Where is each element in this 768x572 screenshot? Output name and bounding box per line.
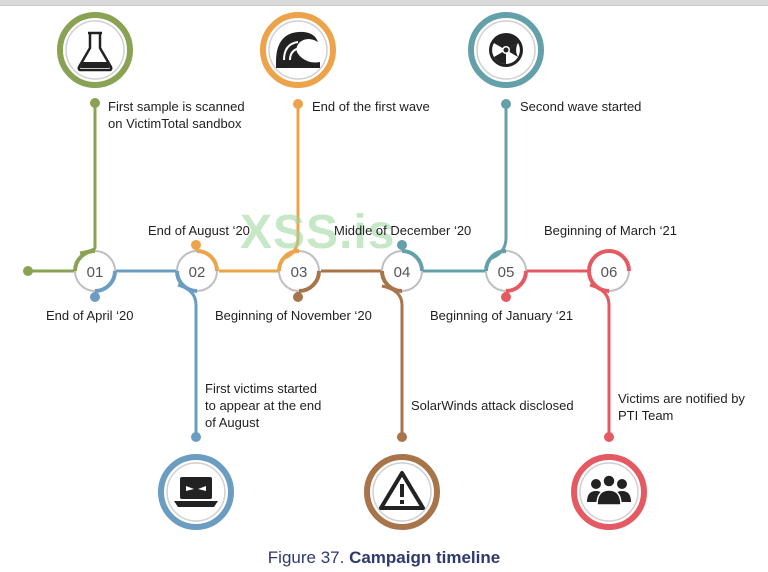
radiation-icon [468,12,544,88]
event-04: SolarWinds attack disclosed [411,397,574,414]
event-01-line-1: First sample is scanned [108,99,245,114]
node-04: 04 [380,249,424,293]
event-02-line-2: to appear at the end [205,398,322,413]
date-04-dot [397,240,407,250]
watermark: XSS.is [240,206,396,259]
stem-03-dot [293,99,303,109]
date-06: Beginning of March ‘21 [544,223,677,238]
date-02-dot [191,240,201,250]
stem-04-dot [397,432,407,442]
node-05: 05 [484,249,528,293]
event-01: First sample is scanned on VictimTotal s… [108,98,245,132]
event-02: First victims started to appear at the e… [205,380,321,431]
node-05-number: 05 [498,264,515,281]
event-01-line-2: on VictimTotal sandbox [108,116,242,131]
event-06-line-1: Victims are notified by [618,391,745,406]
event-06: Victims are notified by PTI Team [618,390,745,424]
node-02: 02 [175,249,219,293]
event-05: Second wave started [520,98,641,115]
stem-06-dot [604,432,614,442]
stem-01-dot [90,98,100,108]
timeline-start-dot [23,266,33,276]
event-02-line-3: of August [205,415,260,430]
node-06-number: 06 [601,264,618,281]
node-02-number: 02 [189,264,206,281]
caption-title: Campaign timeline [349,548,501,567]
event-03: End of the first wave [312,98,430,115]
stem-02-dot [191,432,201,442]
warning-icon [364,454,440,530]
stem-05-dot [501,99,511,109]
date-01: End of April ‘20 [46,308,134,323]
stem-05 [491,104,508,260]
date-04: Middle of December ‘20 [334,223,472,238]
node-06: 06 [587,249,631,293]
node-03: 03 [277,249,321,293]
node-01-number: 01 [87,264,104,281]
date-02: End of August ‘20 [148,223,250,238]
flask-icon [57,12,133,88]
team-icon [571,454,647,530]
event-05-line-1: Second wave started [520,99,642,114]
event-02-line-1: First victims started [205,381,317,396]
hacker-laptop-icon [158,454,234,530]
node-01: 01 [73,249,117,293]
node-04-number: 04 [394,264,411,281]
date-03-dot [293,292,303,302]
node-03-number: 03 [291,264,308,281]
date-05: Beginning of January ‘21 [430,308,574,323]
date-01-dot [90,292,100,302]
figure-caption: Figure 37. Campaign timeline [0,548,768,568]
window-top-border [0,0,768,6]
caption-prefix: Figure 37. [267,548,345,567]
stem-04 [381,284,404,436]
stem-06 [589,283,611,436]
date-03: Beginning of November ‘20 [215,308,372,323]
wave-icon [260,12,336,88]
stem-02 [177,283,198,436]
event-06-line-2: PTI Team [618,408,674,423]
date-05-dot [501,292,511,302]
event-04-line-1: SolarWinds attack disclosed [411,398,574,413]
event-03-line-1: End of the first wave [312,99,430,114]
